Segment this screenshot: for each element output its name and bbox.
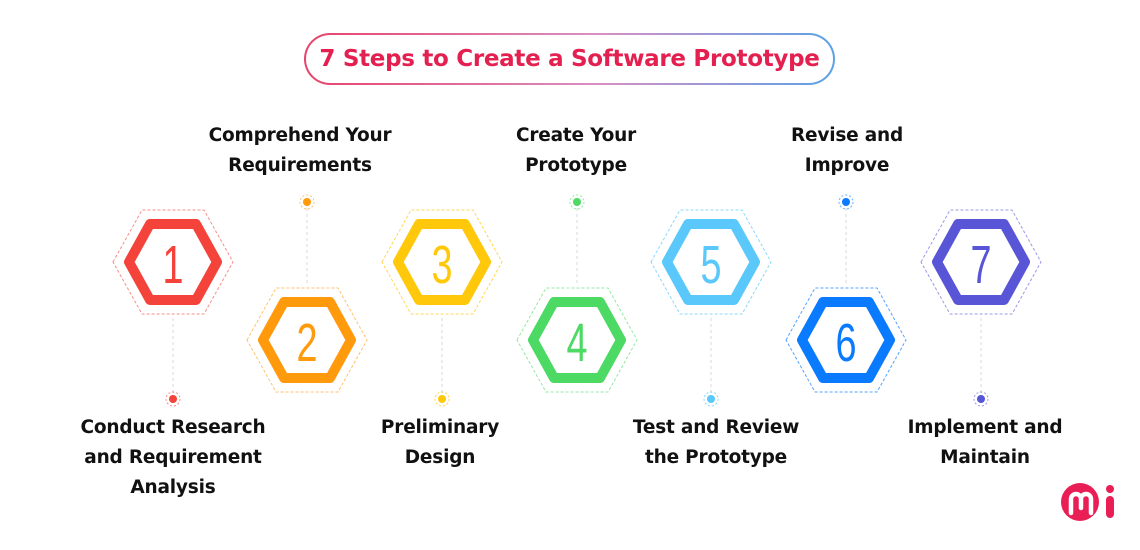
page-title: 7 Steps to Create a Software Prototype	[319, 46, 820, 72]
step-4-number: 4	[566, 312, 587, 372]
title-banner: 7 Steps to Create a Software Prototype	[304, 33, 835, 85]
step-3-node: 3	[381, 209, 503, 407]
step-5-number: 5	[700, 234, 721, 294]
step-2-number: 2	[296, 312, 317, 372]
step-3-dot	[434, 391, 450, 407]
step-2-dot	[299, 194, 315, 210]
step-5-dot	[703, 391, 719, 407]
step-6-number: 6	[835, 312, 856, 372]
step-1-dot	[165, 391, 181, 407]
step-7-node: 7	[920, 209, 1042, 407]
step-4-dot	[569, 194, 585, 210]
step-7-dot	[973, 391, 989, 407]
step-3-number: 3	[431, 234, 452, 294]
step-1-number: 1	[162, 234, 183, 294]
step-1-node: 1	[112, 209, 234, 407]
step-7-number: 7	[970, 234, 991, 294]
step-4-node: 4	[516, 194, 638, 393]
step-5-node: 5	[650, 209, 772, 407]
brand-logo-icon	[1061, 483, 1114, 521]
step-2-node: 2	[246, 194, 368, 393]
step-6-dot	[838, 194, 854, 210]
step-6-node: 6	[785, 194, 907, 393]
